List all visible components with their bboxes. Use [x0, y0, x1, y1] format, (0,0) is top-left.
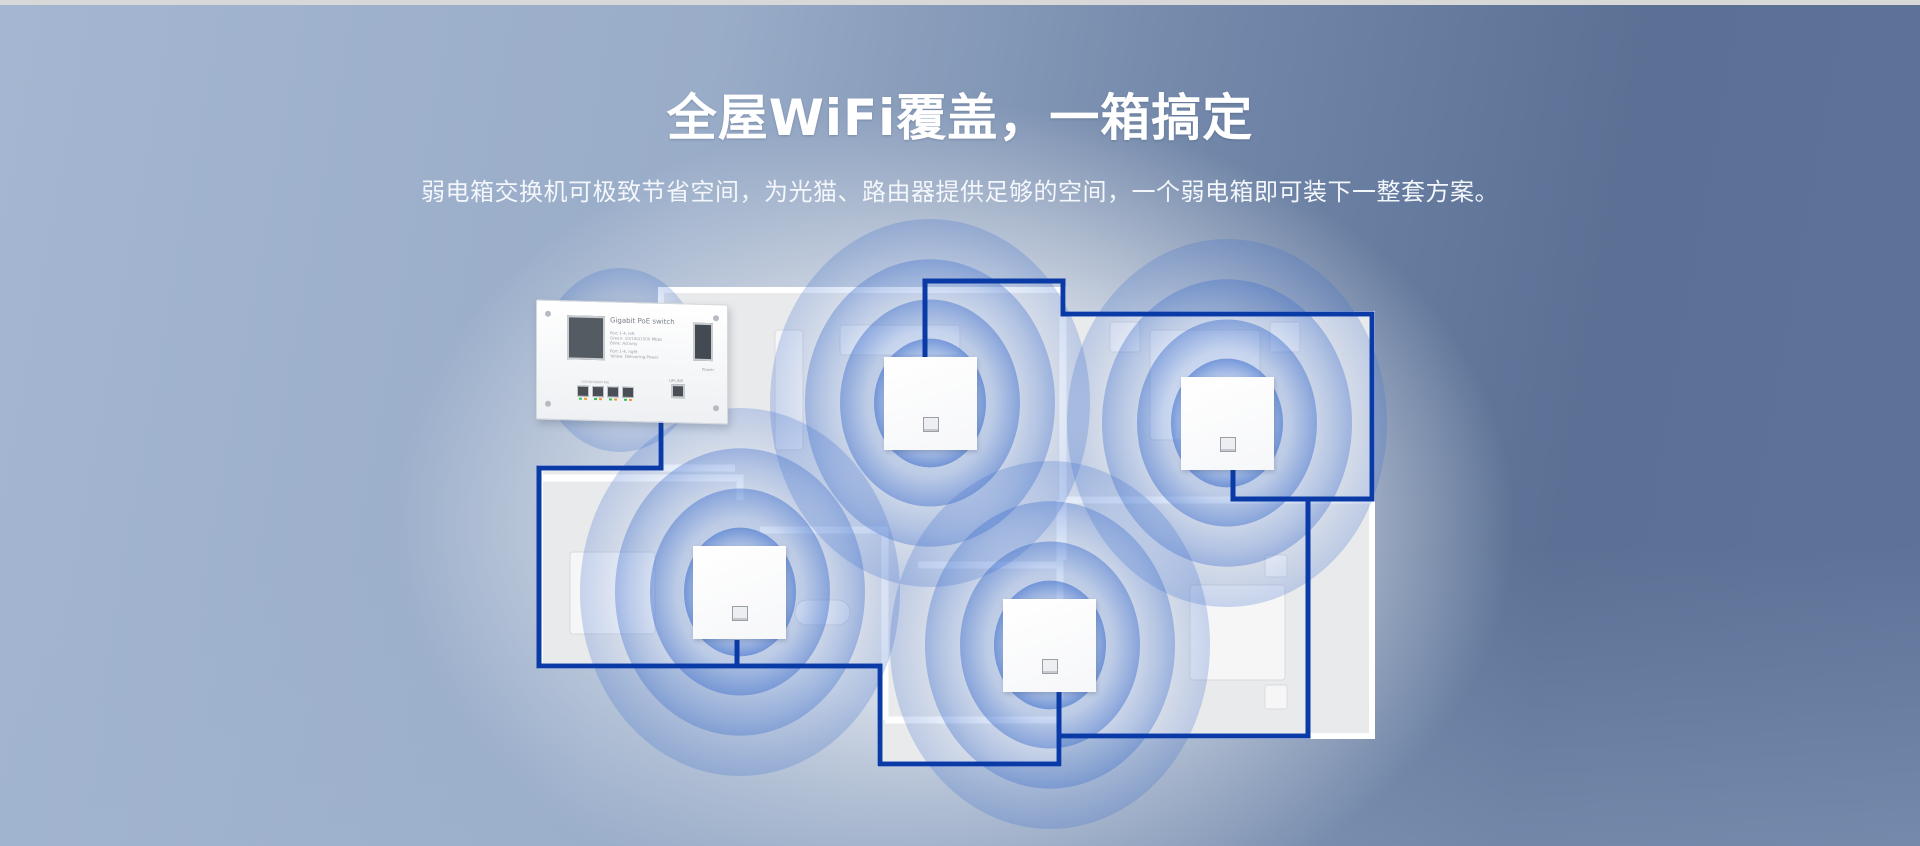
- wifi-access-point: [1181, 377, 1274, 470]
- ports-label: 10/100/1000M PoE: [581, 379, 610, 385]
- nightstand: [1264, 684, 1288, 710]
- wifi-access-point: [693, 546, 786, 639]
- switch-legend-line: Yellow: Delivering Power: [610, 353, 659, 360]
- switch-window: [567, 315, 605, 361]
- ethernet-port-icon: [622, 386, 634, 399]
- ap-indicator-icon: [923, 417, 939, 432]
- wifi-access-point: [1003, 599, 1096, 692]
- switch-legend-line: Blink: Activity: [610, 340, 638, 347]
- power-label: Power: [702, 366, 715, 373]
- cable-right-loop: [1059, 499, 1311, 739]
- screw-icon: [545, 310, 551, 317]
- wifi-access-point: [884, 357, 977, 450]
- cable-top-loop: [922, 278, 1375, 502]
- uplink-port-icon: [671, 384, 685, 399]
- cable-left-loop: [536, 418, 1062, 767]
- switch-slot: [693, 322, 713, 362]
- ethernet-port-icon: [592, 385, 604, 398]
- page-title: 全屋WiFi覆盖，一箱搞定: [666, 89, 1254, 147]
- screw-icon: [545, 400, 551, 407]
- network-cables: [536, 278, 1375, 767]
- uplink-label: UPLINK: [669, 377, 684, 384]
- ethernet-port-icon: [607, 386, 619, 398]
- screw-icon: [713, 405, 719, 412]
- ap-indicator-icon: [1220, 437, 1236, 452]
- top-border: [0, 0, 1920, 5]
- poe-ports: [577, 385, 634, 399]
- screw-icon: [713, 315, 719, 322]
- page-subtitle: 弱电箱交换机可极致节省空间，为光猫、路由器提供足够的空间，一个弱电箱即可装下一整…: [421, 178, 1499, 206]
- ethernet-port-icon: [577, 385, 589, 397]
- ap-indicator-icon: [732, 606, 748, 621]
- ap-indicator-icon: [1042, 659, 1058, 674]
- poe-switch: Gigabit PoE switch Port 1-4, left Green:…: [536, 299, 728, 425]
- switch-title: Gigabit PoE switch: [610, 316, 675, 327]
